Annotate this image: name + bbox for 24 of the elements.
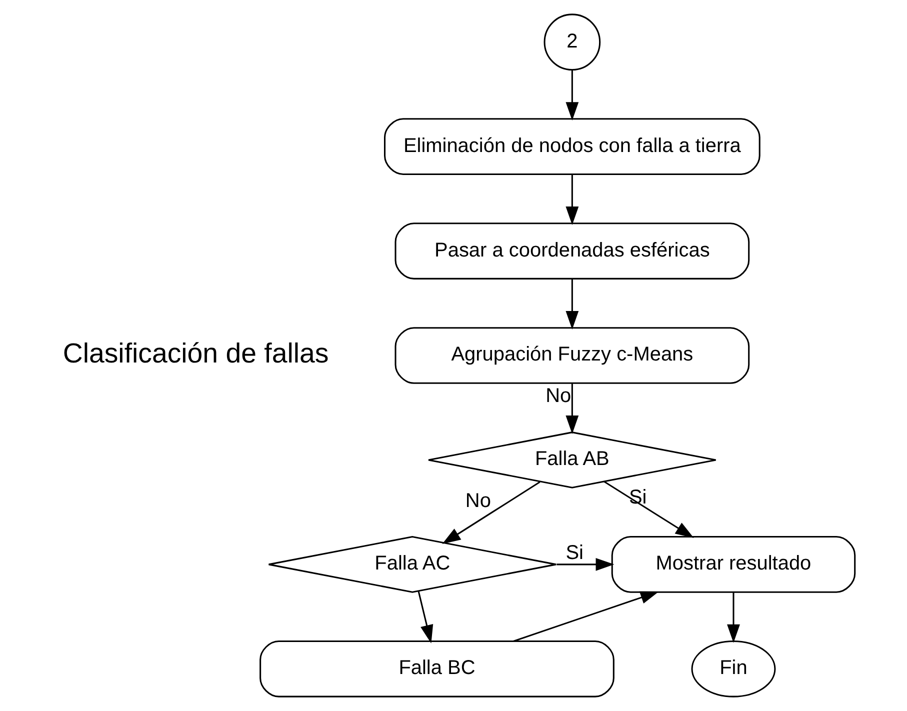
arrow xyxy=(556,558,614,571)
node-box: Pasar a coordenadas esféricas xyxy=(394,222,750,280)
edge-label: Si xyxy=(566,542,584,564)
arrow xyxy=(418,590,434,644)
arrow xyxy=(442,481,540,544)
node-circle: 2 xyxy=(544,14,601,71)
edge-label: No xyxy=(465,490,491,512)
arrow xyxy=(513,591,659,642)
node-ellipse: Fin xyxy=(691,640,776,698)
node-box: Agrupación Fuzzy c-Means xyxy=(394,327,750,384)
arrow xyxy=(566,174,579,226)
arrow xyxy=(604,480,694,538)
node-diamond: Falla AC xyxy=(268,536,557,593)
node-box: Falla BC xyxy=(260,640,614,698)
edge-label: Si xyxy=(628,486,647,509)
edge-label: No xyxy=(546,384,572,407)
node-diamond: Falla AB xyxy=(428,432,717,488)
label: Clasificación de fallas xyxy=(62,337,329,368)
arrow xyxy=(566,384,579,434)
arrow xyxy=(727,592,740,643)
arrow xyxy=(566,279,579,330)
node-box: Mostrar resultado xyxy=(611,536,856,593)
node-box: Eliminación de nodos con falla a tierra xyxy=(384,118,760,175)
arrow xyxy=(566,70,579,121)
